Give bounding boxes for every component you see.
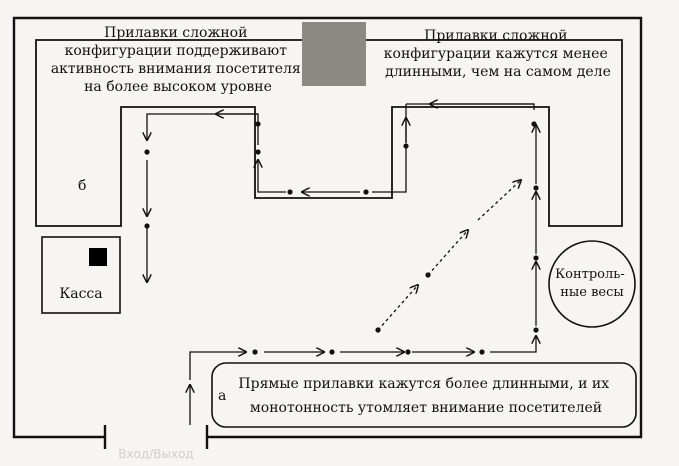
cashier-label: Касса [59, 286, 102, 302]
cashier-register-icon [89, 248, 107, 266]
gray-block [302, 22, 366, 86]
scales-label: Контроль- ные весы [555, 267, 629, 300]
customer-route [147, 104, 536, 425]
straight-counter [211, 362, 637, 428]
top-right-note: Прилавки сложной конфигурации кажутся ме… [384, 28, 612, 80]
route-points [144, 121, 539, 355]
cashier-box [41, 236, 121, 314]
top-left-note: Прилавки сложной конфигурации поддержива… [51, 25, 305, 95]
straight-counter-note: Прямые прилавки кажутся более длинными, … [238, 376, 613, 416]
outer-wall [12, 16, 643, 439]
entrance-label: Вход/Выход [118, 447, 193, 461]
label-a: а [218, 388, 226, 404]
label-b: б [78, 178, 86, 194]
scales-circle [548, 240, 636, 328]
complex-counter-outline [35, 39, 623, 227]
